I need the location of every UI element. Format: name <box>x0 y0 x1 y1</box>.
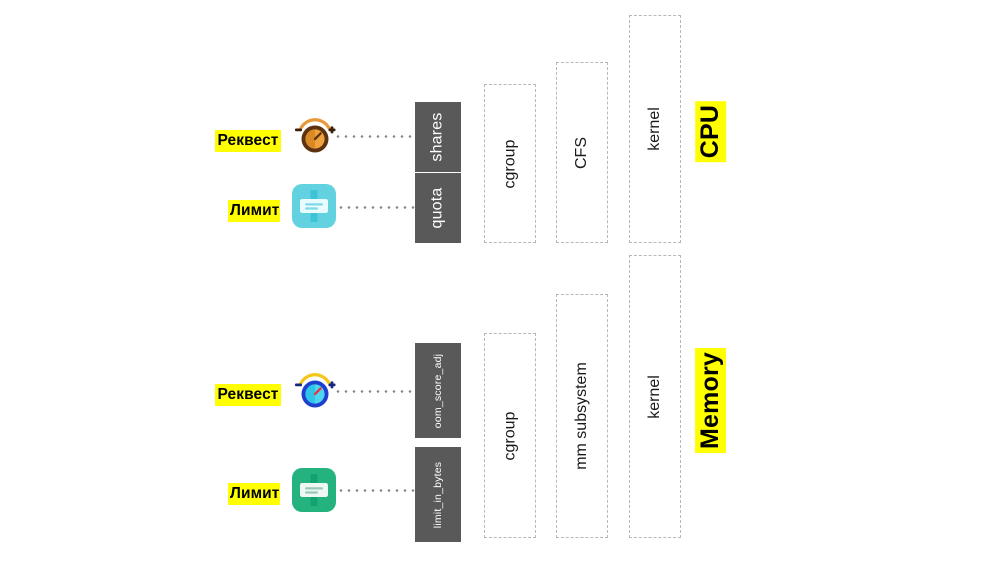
cpu-limit-label: Лимит <box>228 200 280 222</box>
cpu-request-connector <box>334 135 416 138</box>
cpu-layer-cgroup-label: cgroup <box>500 139 518 188</box>
memory-limit-label: Лимит <box>228 483 280 505</box>
cpu-layer-cfs: CFS <box>556 62 608 243</box>
cpu-quota-label: quota <box>428 187 446 229</box>
knob-dial-orange-icon <box>291 111 339 159</box>
memory-layer-mm-subsystem: mm subsystem <box>556 294 608 538</box>
limit-card-green-icon <box>292 468 336 512</box>
memory-request-connector <box>334 390 416 393</box>
memory-layer-cgroup-label: cgroup <box>500 411 518 460</box>
limit-card-blue-icon <box>292 184 336 228</box>
memory-limit-in-bytes-box: limit_in_bytes <box>415 447 461 542</box>
memory-layer-kernel-label: kernel <box>645 374 663 419</box>
memory-limit-connector <box>337 489 416 492</box>
cpu-shares-label: shares <box>429 112 447 162</box>
memory-oom-score-adj-label: oom_score_adj <box>432 353 444 428</box>
knob-dial-blue-icon <box>291 366 339 414</box>
cpu-layer-cgroup: cgroup <box>484 84 536 243</box>
memory-section-title: Memory <box>676 347 746 454</box>
cpu-layer-kernel-label: kernel <box>645 107 663 151</box>
memory-request-label: Реквест <box>215 384 281 406</box>
cpu-quota-box: quota <box>415 173 461 243</box>
memory-limit-in-bytes-label: limit_in_bytes <box>432 461 445 528</box>
memory-layer-mm-subsystem-label: mm subsystem <box>573 362 591 470</box>
cpu-request-label: Реквест <box>215 130 281 152</box>
memory-layer-kernel: kernel <box>629 255 681 538</box>
cpu-shares-box: shares <box>415 102 461 172</box>
cpu-layer-kernel: kernel <box>629 15 681 243</box>
memory-section-title-text: Memory <box>695 347 727 454</box>
cpu-section-title-text: CPU <box>695 100 727 162</box>
cpu-limit-connector <box>337 206 416 209</box>
cpu-section-title: CPU <box>681 98 741 164</box>
cpu-layer-cfs-label: CFS <box>573 136 590 169</box>
memory-oom-score-adj-box: oom_score_adj <box>415 343 461 438</box>
memory-layer-cgroup: cgroup <box>484 333 536 538</box>
